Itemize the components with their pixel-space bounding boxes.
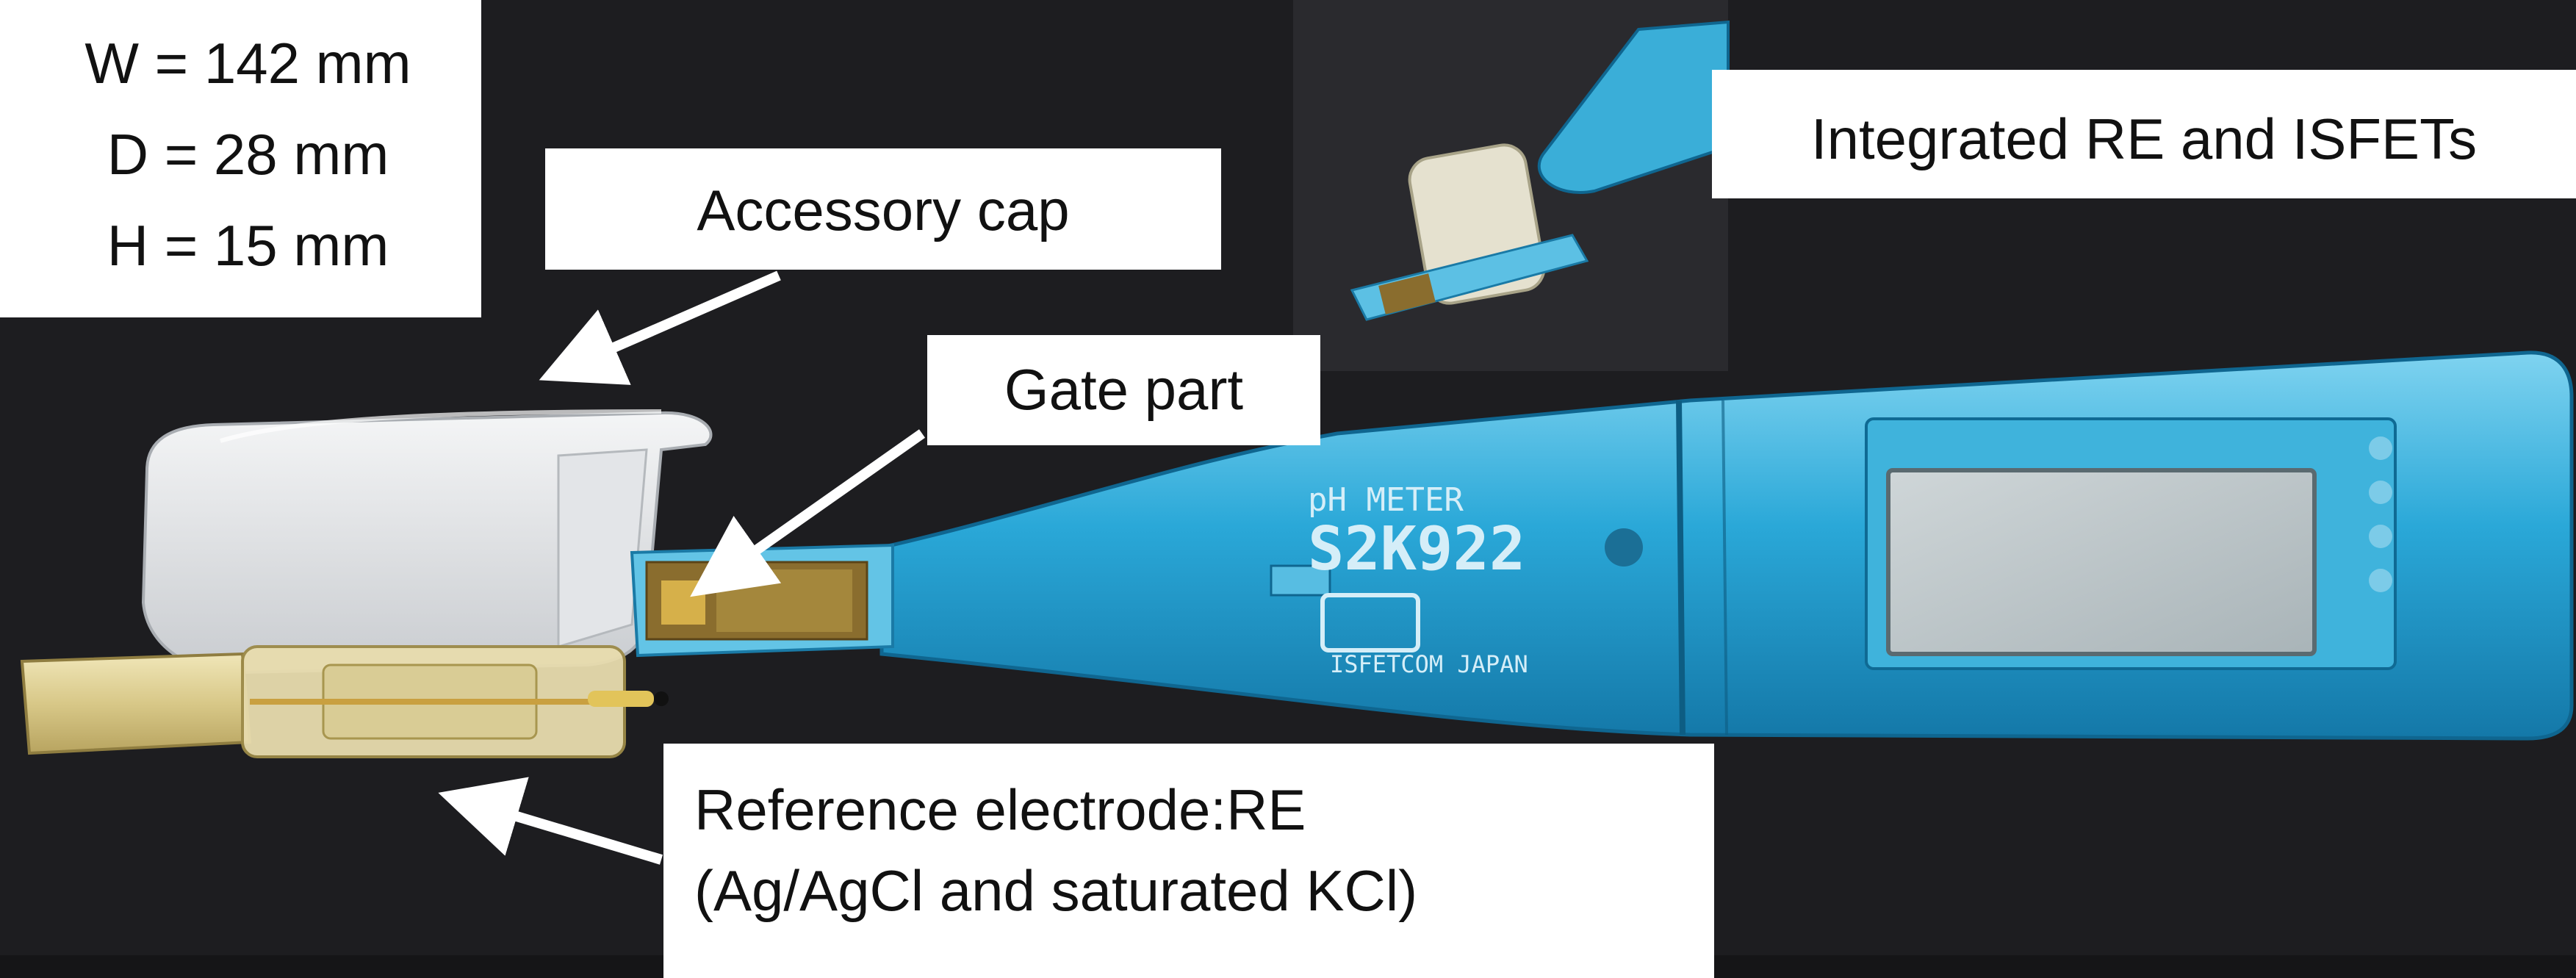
dimension-depth: D = 28 mm (107, 122, 389, 187)
reference-electrode (20, 645, 669, 758)
gate-part-label: Gate part (927, 335, 1320, 445)
annotation-arrows (438, 270, 926, 865)
arrow-to-reference (438, 777, 663, 865)
reference-label-line2: (Ag/AgCl and saturated KCl) (694, 858, 1418, 923)
device-print-maker: ISFETCOM JAPAN (1330, 650, 1528, 678)
inset-photo (1293, 0, 1730, 371)
reference-electrode-label: Reference electrode:RE (Ag/AgCl and satu… (663, 744, 1714, 978)
integrated-label: Integrated RE and ISFETs (1712, 70, 2576, 198)
arrow-to-cap (539, 270, 781, 385)
accessory-cap (141, 409, 713, 675)
arrow-to-gate (690, 429, 926, 597)
device-print-line1: pH METER (1308, 481, 1464, 519)
ph-meter-body: pH METER S2K922 ISFETCOM JAPAN (879, 350, 2574, 741)
dimension-height: H = 15 mm (107, 213, 389, 278)
gate-part-chip (630, 543, 894, 658)
dimension-width: W = 142 mm (84, 31, 411, 96)
reference-label-line1: Reference electrode:RE (694, 777, 1306, 842)
maker-logo-icon (1320, 593, 1420, 652)
device-print-model: S2K922 (1308, 514, 1525, 584)
accessory-cap-label: Accessory cap (545, 148, 1221, 270)
dimensions-label: W = 142 mm D = 28 mm H = 15 mm (0, 0, 481, 317)
